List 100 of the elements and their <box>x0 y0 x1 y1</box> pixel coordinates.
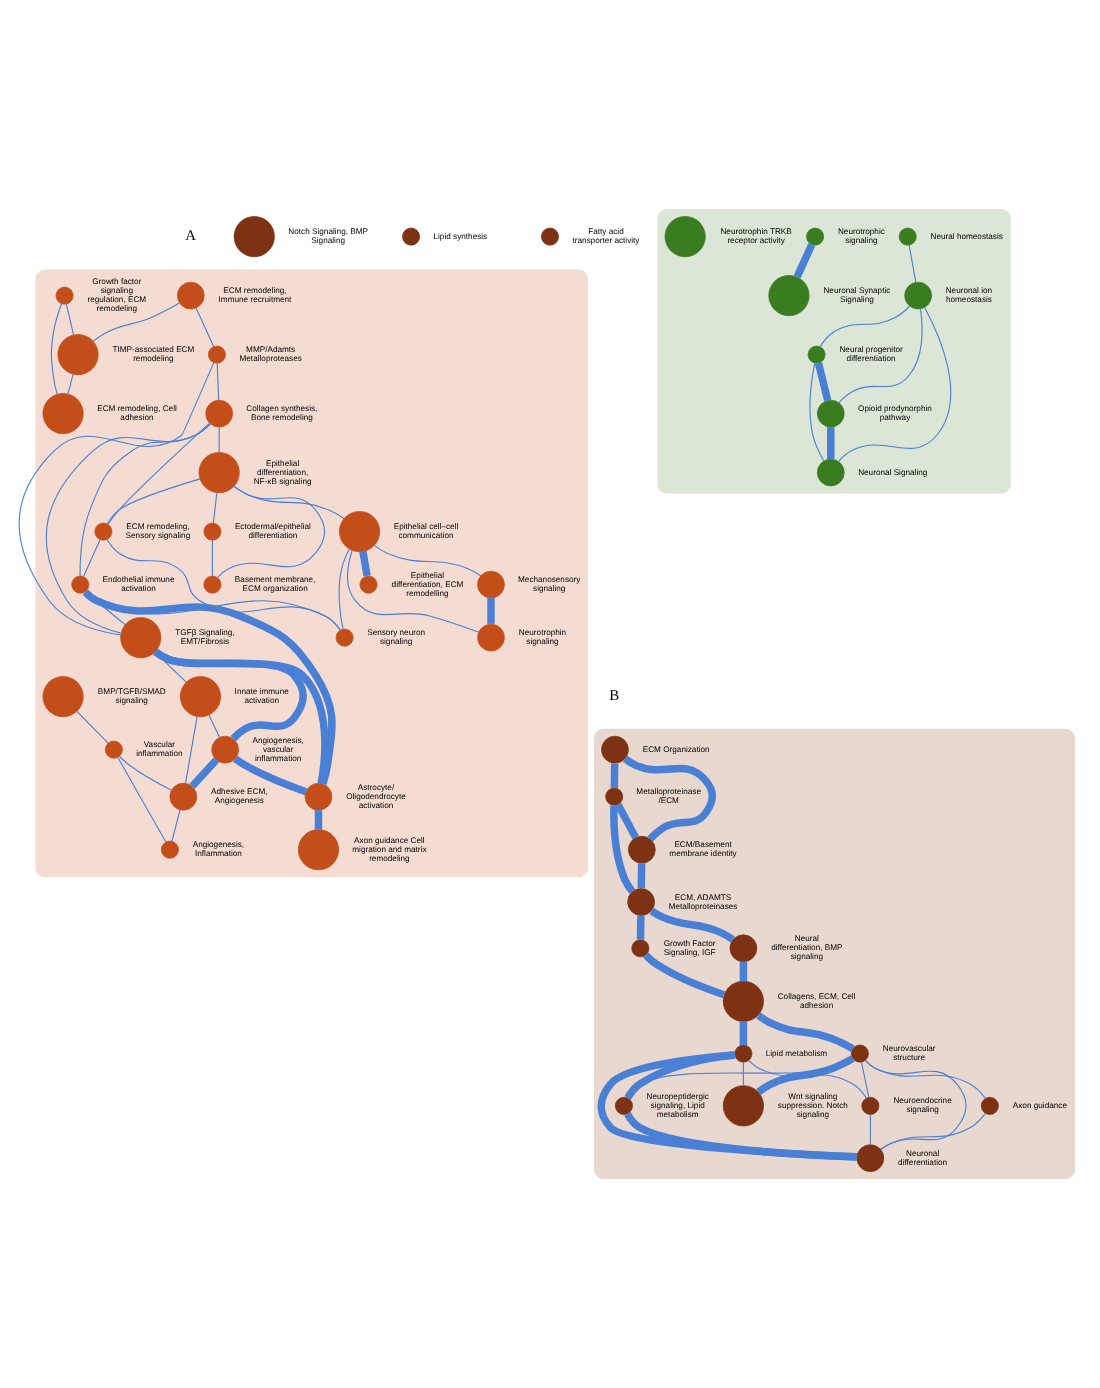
connector <box>838 306 952 462</box>
node-circle <box>614 1096 633 1115</box>
node-circle <box>816 458 845 487</box>
node-circle <box>861 1096 880 1115</box>
connector <box>18 362 215 636</box>
connector <box>195 307 215 348</box>
connector <box>92 302 181 342</box>
node-circle <box>898 227 917 246</box>
connector <box>742 1061 744 1087</box>
connector <box>637 863 646 889</box>
node-circle <box>94 522 113 541</box>
connector <box>106 538 341 631</box>
node-circle <box>477 570 505 599</box>
node-circle <box>734 1044 753 1063</box>
connector <box>809 362 825 462</box>
connector <box>879 1112 986 1150</box>
connector <box>338 548 350 630</box>
node-circle <box>628 835 656 864</box>
connector <box>314 810 323 830</box>
node-circle <box>205 399 233 428</box>
node-circle <box>233 216 275 258</box>
connector <box>373 544 482 577</box>
node-circle <box>335 628 354 647</box>
connector <box>212 492 218 524</box>
node-circle <box>402 227 421 246</box>
connector <box>649 907 735 943</box>
node-circle <box>850 1044 869 1063</box>
node-circle <box>806 227 825 246</box>
node-circle <box>55 286 74 305</box>
node-circle <box>816 399 845 428</box>
connector <box>218 426 220 453</box>
node-circle <box>207 345 226 364</box>
connector <box>118 755 173 791</box>
connector <box>107 422 211 525</box>
node-circle <box>631 939 650 958</box>
connector <box>153 648 329 784</box>
connector <box>347 550 480 633</box>
node-circle <box>203 575 222 594</box>
node-circle <box>176 281 205 310</box>
connector <box>189 757 219 789</box>
connector <box>819 305 911 348</box>
node-circle <box>42 676 84 718</box>
cluster <box>35 269 589 878</box>
label: B <box>609 686 620 705</box>
connector <box>79 423 211 577</box>
connector <box>908 244 917 283</box>
connector <box>154 651 187 683</box>
connector <box>233 755 308 796</box>
connector <box>216 362 220 401</box>
connector <box>622 755 716 842</box>
node-circle <box>104 740 123 759</box>
node-circle <box>605 787 624 806</box>
node-circle <box>160 840 179 859</box>
connector <box>748 1059 868 1099</box>
connector <box>117 756 167 843</box>
connector <box>171 809 181 842</box>
connector <box>756 1012 855 1052</box>
connector <box>610 763 619 788</box>
node-circle <box>297 829 339 871</box>
label: A <box>185 226 197 245</box>
node-circle <box>169 782 198 811</box>
node-circle <box>664 216 706 258</box>
connector <box>82 589 336 785</box>
node-circle <box>339 511 381 553</box>
node-circle <box>807 345 826 364</box>
connector <box>208 714 221 738</box>
connector <box>739 961 748 981</box>
connector <box>184 716 198 784</box>
node-circle <box>627 888 655 916</box>
node-circle <box>198 452 240 494</box>
connector <box>45 423 212 634</box>
node-circle <box>601 735 629 764</box>
node-circle <box>768 275 810 317</box>
connector <box>67 373 74 395</box>
connector <box>610 805 636 894</box>
connector <box>359 550 371 577</box>
node-circle <box>729 934 758 963</box>
connector <box>50 303 63 395</box>
connector <box>814 362 832 402</box>
connector <box>756 1055 855 1096</box>
node-circle <box>71 575 90 594</box>
connector <box>643 952 726 999</box>
node-circle <box>211 735 239 764</box>
node-circle <box>203 522 222 541</box>
connector <box>838 308 923 404</box>
node-circle <box>722 980 764 1022</box>
node-circle <box>477 623 505 652</box>
connector <box>614 802 640 840</box>
connector <box>76 710 109 744</box>
node-circle <box>541 227 559 246</box>
connector <box>233 485 345 519</box>
node-circle <box>42 393 84 435</box>
connector <box>864 1059 967 1150</box>
connector <box>793 243 816 279</box>
node-circle <box>722 1085 764 1127</box>
connector <box>739 1021 748 1045</box>
connector <box>83 539 101 578</box>
connector <box>211 539 213 577</box>
cluster <box>657 208 1011 494</box>
connector <box>860 1061 870 1098</box>
